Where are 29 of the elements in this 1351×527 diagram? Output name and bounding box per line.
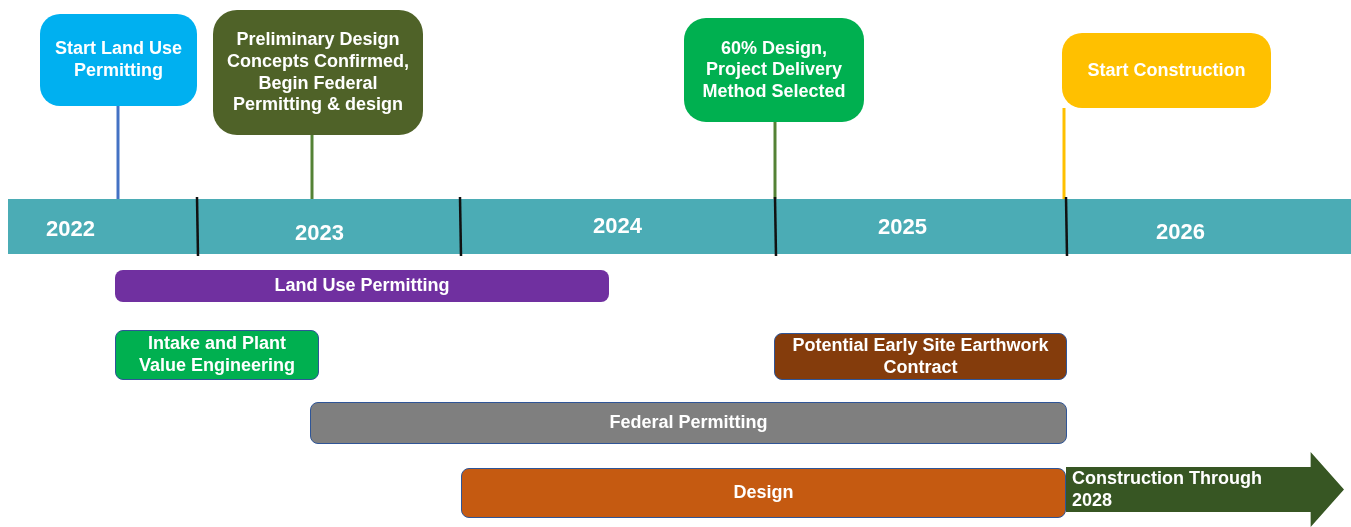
milestone-text: Start Construction bbox=[1087, 59, 1246, 82]
year-label: 2024 bbox=[593, 213, 642, 239]
connector-line bbox=[116, 106, 120, 199]
connector-line bbox=[310, 135, 314, 199]
activity-bar bbox=[310, 402, 1067, 444]
activity-text: Land Use Permitting bbox=[274, 275, 450, 297]
activity-bar bbox=[461, 468, 1066, 518]
arrow-text: Construction Through 2028 bbox=[1072, 467, 1263, 512]
year-label: 2025 bbox=[878, 214, 927, 240]
milestone-box bbox=[213, 10, 423, 135]
milestone-box bbox=[1062, 33, 1271, 108]
milestone-text: Preliminary Design Concepts Confirmed, Begin Federal Permitting & design bbox=[226, 29, 410, 116]
connector-line bbox=[773, 122, 777, 199]
activity-text: Federal Permitting bbox=[609, 412, 768, 434]
activity-bar bbox=[115, 270, 609, 302]
activity-text: Design bbox=[733, 482, 794, 504]
activity-bar bbox=[115, 330, 319, 380]
year-label: 2023 bbox=[295, 220, 344, 246]
activity-text: Intake and Plant Value Engineering bbox=[137, 333, 296, 377]
activity-text: Potential Early Site Earthwork Contract bbox=[791, 334, 1050, 379]
milestone-box bbox=[684, 18, 864, 122]
timeline-bar bbox=[8, 199, 1351, 254]
activity-bar bbox=[774, 333, 1067, 380]
connector-line bbox=[1062, 108, 1066, 199]
year-label: 2026 bbox=[1156, 219, 1205, 245]
milestone-box bbox=[40, 14, 197, 106]
milestone-text: Start Land Use Permitting bbox=[54, 38, 183, 82]
year-label: 2022 bbox=[46, 216, 95, 242]
milestone-text: 60% Design, Project Delivery Method Selected bbox=[701, 37, 847, 103]
